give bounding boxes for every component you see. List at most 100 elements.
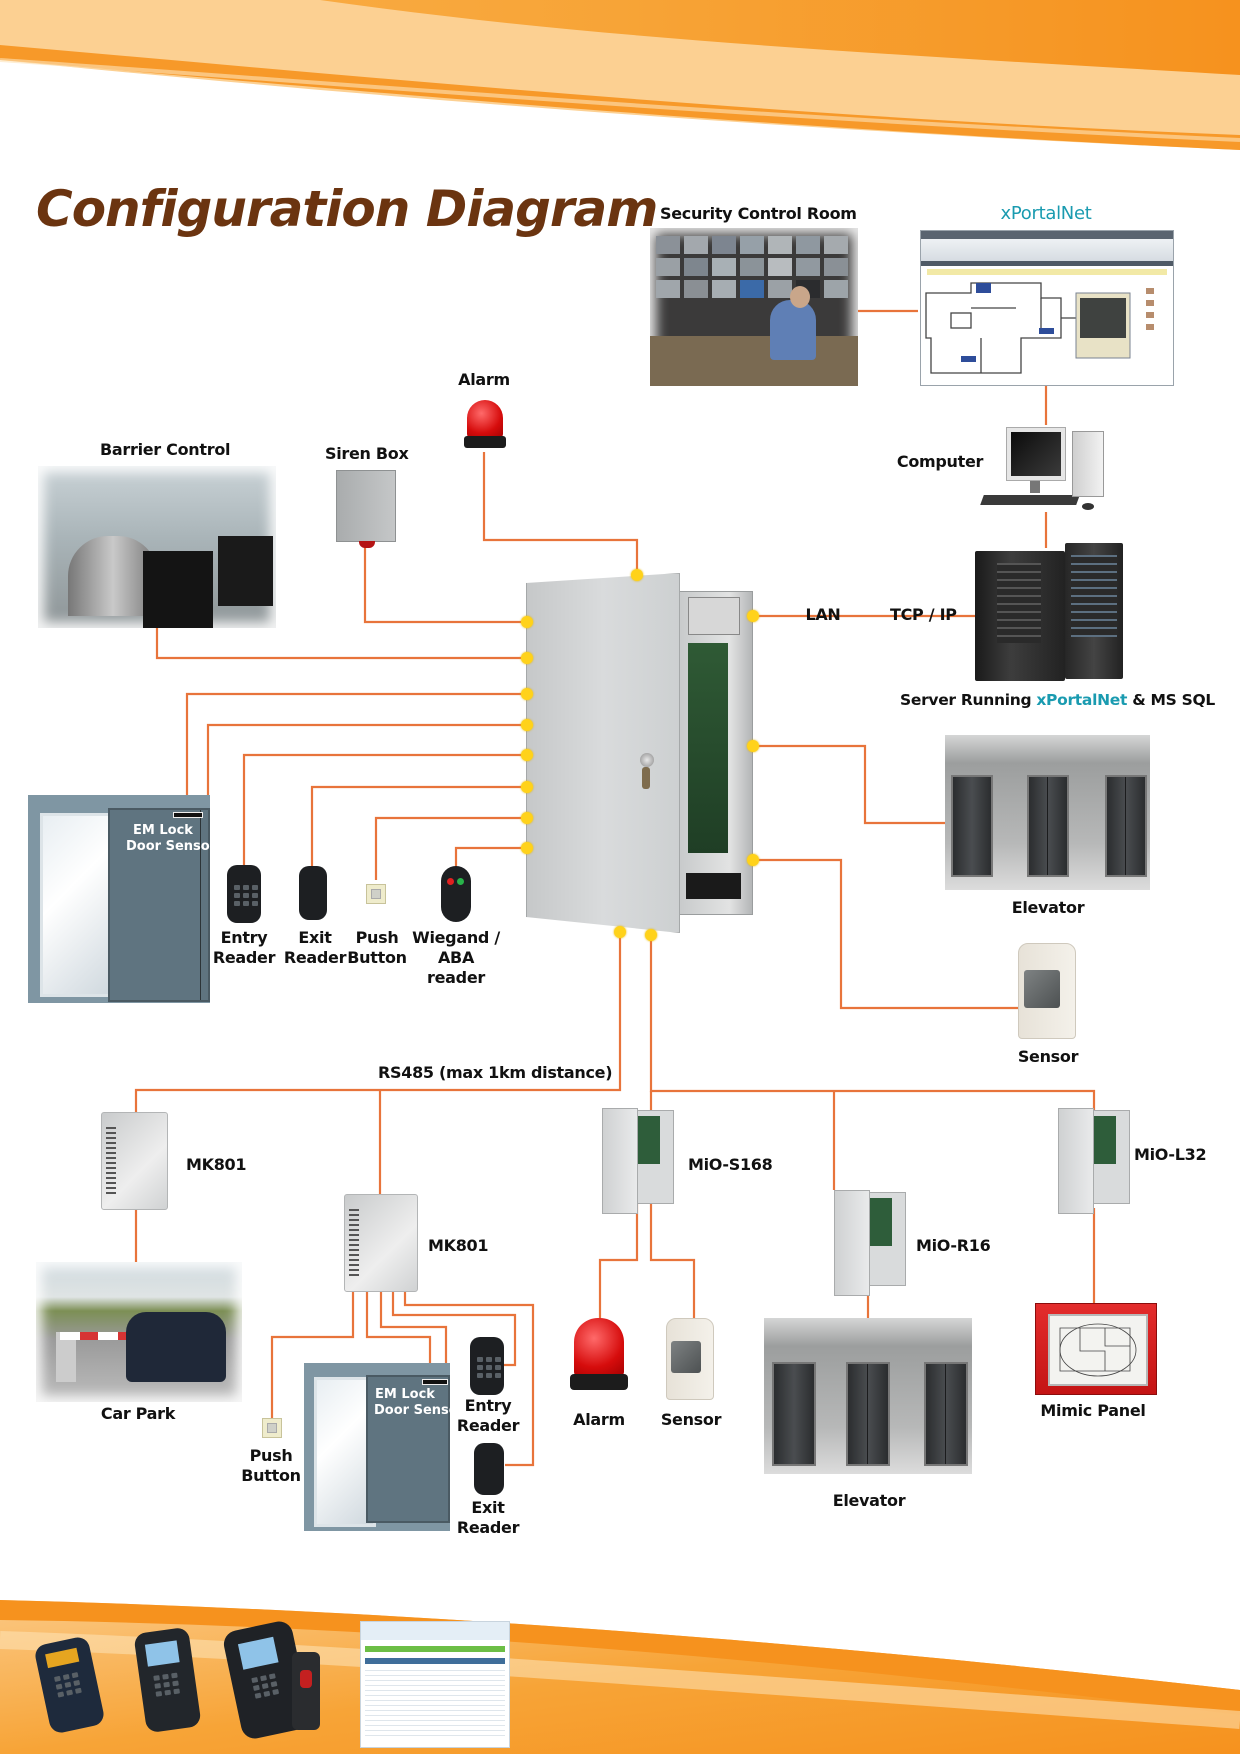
label-wiegand-reader: Wiegand /ABA reader [412,928,500,987]
sensor-icon-right [1018,943,1076,1039]
key-icon [642,767,650,789]
elevator-image-bottom [764,1318,972,1474]
barrier-control-image [38,466,276,628]
label-sensor-bottom: Sensor [660,1410,722,1429]
connector-exit-reader [521,781,533,793]
wire-push-button [374,816,525,880]
connector-lan [747,610,759,622]
software-screenshot [360,1621,510,1748]
exit-reader-icon [299,866,327,920]
computer-icon [980,425,1112,515]
label-mio-s168: MiO-S168 [688,1155,773,1174]
label-door-sensor-bottom: Door Sensor [374,1403,465,1418]
wire-sensor [753,858,1022,1010]
exit-reader-icon-bottom [474,1443,504,1495]
server-brand: xPortalNet [1036,691,1128,709]
alarm-beacon-icon-bottom [570,1318,628,1394]
top-banner [0,0,1240,160]
push-button-icon [366,884,386,904]
wire-mk801b-emlock [365,1290,432,1382]
label-door-sensor: Door Sensor [126,839,217,854]
connector-siren [521,616,533,628]
main-controller-enclosure [526,573,753,933]
label-em-lock-bottom: EM Lock [375,1387,435,1402]
label-rs485: RS485 (max 1km distance) [378,1063,613,1082]
em-lock-icon [173,812,203,818]
mk801-b-icon [344,1194,418,1292]
siren-box-icon [336,470,396,548]
label-em-lock: EM Lock [133,823,193,838]
label-computer: Computer [896,452,984,471]
label-mio-l32: MiO-L32 [1134,1145,1207,1164]
wire-em-lock [185,692,525,813]
xportalnet-screenshot [920,230,1174,386]
wire-door-sensor [206,723,525,813]
mio-l32-icon [1058,1108,1132,1214]
wire-exit-reader [310,785,525,867]
connector-barrier [521,652,533,664]
wire-mk801b-entry [391,1290,517,1367]
lock-icon [640,753,654,767]
connector-elevator [747,740,759,752]
door-left: EM Lock Door Sensor [28,795,217,1003]
mio-r16-icon [834,1190,906,1296]
security-control-room-image [650,228,858,386]
mk801-a-icon [101,1112,168,1210]
label-mio-r16: MiO-R16 [916,1236,991,1255]
mio-s168-icon [602,1108,676,1214]
page-title: Configuration Diagram [36,180,658,238]
wire-mios168-sensor [649,1200,696,1318]
label-alarm: Alarm [458,370,510,389]
connector-rs485-b [645,929,657,941]
wire-alarm [482,452,639,575]
label-mimic-panel: Mimic Panel [1040,1401,1146,1420]
label-elevator-bottom: Elevator [832,1491,906,1510]
fingerprint-reader [292,1652,320,1730]
wire-barrier [155,620,525,660]
car-park-image [36,1262,242,1402]
server-icon [975,543,1125,681]
label-mk801-b: MK801 [428,1236,489,1255]
mimic-panel-icon [1035,1303,1157,1395]
label-barrier-control: Barrier Control [100,440,231,459]
label-tcp-ip: TCP / IP [890,605,957,624]
wire-entry-reader [242,753,525,867]
door-bottom: EM Lock Door Sensor [304,1363,465,1531]
wire-rs485-right [649,932,1096,1112]
push-button-icon-bottom [262,1418,282,1438]
connector-push-button [521,812,533,824]
connector-door-sensor [521,719,533,731]
connector-entry-reader [521,749,533,761]
elevator-image-right [945,735,1150,890]
wire-mk801b-push [270,1290,355,1418]
label-elevator-right: Elevator [1011,898,1085,917]
label-mk801-a: MK801 [186,1155,247,1174]
wire-siren-box [363,545,525,624]
entry-reader-icon-bottom [470,1337,504,1395]
connector-wiegand [521,842,533,854]
label-xportalnet: xPortalNet [1000,203,1092,224]
wiegand-reader-icon [441,866,471,922]
alarm-beacon-icon [464,400,506,452]
label-alarm-bottom: Alarm [573,1410,625,1429]
connector-em-lock [521,688,533,700]
wire-mios168-alarm [598,1200,639,1318]
connector-alarm [631,569,643,581]
wire-elevator [753,744,945,825]
sensor-icon-bottom [666,1318,714,1400]
connector-rs485-a [614,926,626,938]
em-lock-icon-bottom [422,1379,448,1385]
entry-reader-icon [227,865,261,923]
connector-sensor [747,854,759,866]
label-security-control-room: Security Control Room [660,204,857,223]
wire-mk801b-exit [403,1290,535,1467]
label-sensor-right: Sensor [1017,1047,1079,1066]
wire-rs485-left [134,932,622,1112]
